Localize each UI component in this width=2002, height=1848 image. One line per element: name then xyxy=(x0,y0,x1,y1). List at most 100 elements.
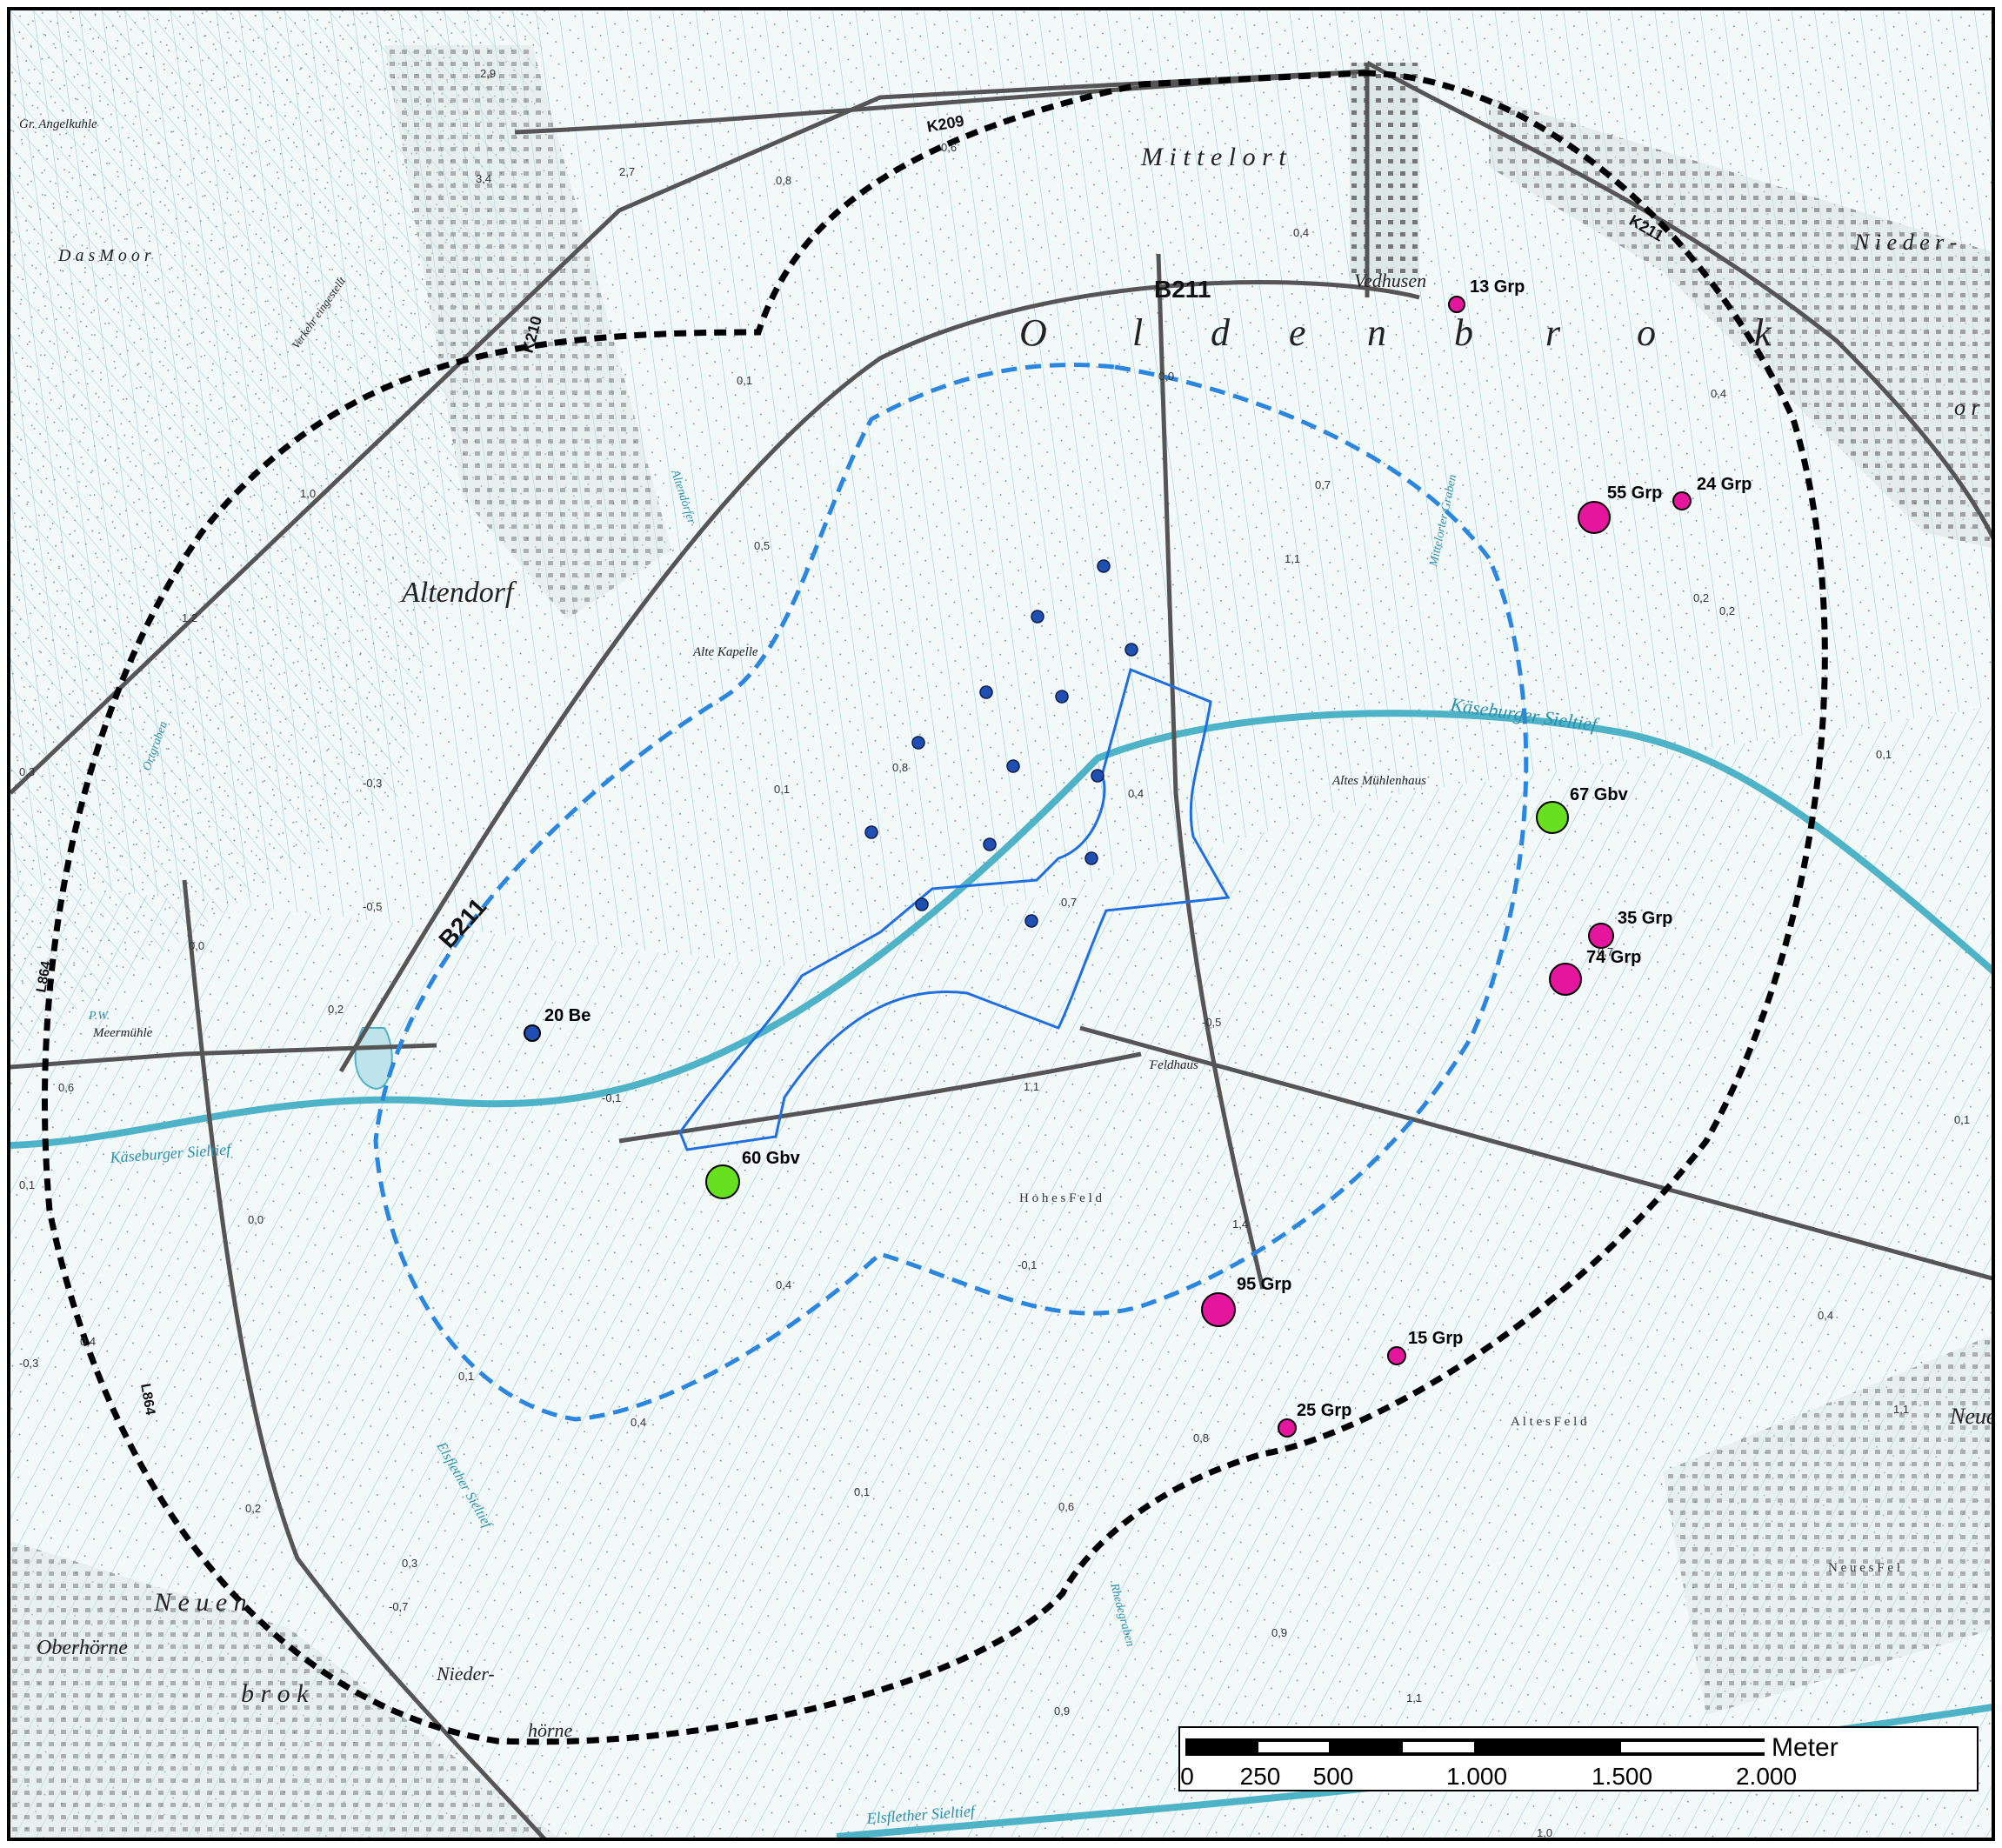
place-altendorf: Altendorf xyxy=(400,577,517,609)
turbine-marker[interactable] xyxy=(1097,559,1111,573)
place-meermuhle: Meermühle xyxy=(92,1026,153,1040)
poi-marker-20-be[interactable] xyxy=(524,1024,541,1042)
poi-20-be[interactable]: 20 Be xyxy=(524,1006,591,1042)
elevation-label: -0,5 xyxy=(363,900,382,913)
elevation-label: 0,4 xyxy=(1293,226,1309,239)
poi-marker-24-grp[interactable] xyxy=(1672,491,1692,510)
scale-tick: 250 xyxy=(1239,1763,1281,1790)
road-label-l864-south: L864 xyxy=(137,1383,157,1417)
place-alte-kapelle: Alte Kapelle xyxy=(692,645,758,659)
elevation-label: 0,2 xyxy=(328,1003,344,1016)
turbine-marker[interactable] xyxy=(979,685,993,699)
place-oldenbrok-letter: l xyxy=(1132,311,1143,354)
turbine-marker[interactable] xyxy=(1091,769,1104,783)
elevation-label: 0,6 xyxy=(1058,1500,1074,1513)
elevation-label: 0,4 xyxy=(80,1335,96,1348)
elevation-label: 0,1 xyxy=(737,374,752,387)
place-nieder-horne-2: hörne xyxy=(528,1719,573,1741)
turbine-marker[interactable] xyxy=(1084,851,1098,865)
turbine-marker[interactable] xyxy=(911,736,925,750)
elevation-label: 1,4 xyxy=(1232,1218,1248,1231)
road-label-l864-west: L864 xyxy=(34,960,54,994)
place-neue: Neue xyxy=(1949,1404,1995,1429)
place-feldhaus: Feldhaus xyxy=(1149,1058,1198,1072)
elevation-label: 1,1 xyxy=(1406,1691,1422,1705)
poi-marker-60-gbv[interactable] xyxy=(705,1164,740,1199)
poi-label-60-gbv: 60 Gbv xyxy=(742,1149,801,1168)
elevation-label: 0,7 xyxy=(1315,478,1331,491)
place-nieder-horne-1: Nieder- xyxy=(436,1663,495,1685)
poi-marker-55-grp[interactable] xyxy=(1578,501,1611,534)
poi-marker-15-grp[interactable] xyxy=(1387,1346,1406,1365)
poi-67-gbv[interactable]: 67 Gbv xyxy=(1536,785,1629,834)
place-das-moor: D a s M o o r xyxy=(57,246,151,265)
scale-bar: Meter 0 250 500 1.000 1.500 2.000 xyxy=(1178,1726,1979,1791)
turbine-marker[interactable] xyxy=(1006,759,1020,773)
poi-55-grp[interactable]: 55 Grp xyxy=(1578,484,1662,534)
elevation-label: 0,3 xyxy=(19,765,35,778)
elevation-label: 0,4 xyxy=(1818,1309,1833,1322)
poi-24-grp[interactable]: 24 Grp xyxy=(1672,475,1752,510)
poi-marker-25-grp[interactable] xyxy=(1278,1418,1297,1438)
poi-25-grp[interactable]: 25 Grp xyxy=(1278,1401,1351,1438)
elevation-label: 0,6 xyxy=(58,1081,74,1094)
scale-bar-graphic xyxy=(1185,1738,1765,1756)
poi-marker-74-grp[interactable] xyxy=(1549,963,1582,996)
field-zone-south xyxy=(10,707,1992,1838)
poi-label-13-grp: 13 Grp xyxy=(1470,277,1525,297)
poi-95-grp[interactable]: 95 Grp xyxy=(1201,1275,1291,1327)
elevation-label: 1,1 xyxy=(1893,1403,1909,1416)
poi-35-grp[interactable]: 35 Grp xyxy=(1588,909,1672,949)
place-oldenbrok-letter: o xyxy=(1637,311,1656,354)
turbine-marker[interactable] xyxy=(983,837,997,851)
place-hohes-feld: H o h e s F e l d xyxy=(1019,1191,1102,1205)
place-oldenbrok-letter: r xyxy=(1545,311,1561,354)
kaseburger-sieltief-waterway xyxy=(10,710,1992,1149)
pond xyxy=(354,1027,393,1091)
elevation-label: 3,4 xyxy=(476,172,491,185)
poi-60-gbv[interactable]: 60 Gbv xyxy=(705,1149,801,1199)
turbine-marker[interactable] xyxy=(1124,643,1138,657)
poi-label-24-grp: 24 Grp xyxy=(1697,475,1752,494)
outer-radius-circle xyxy=(41,70,1828,1745)
elevation-label: -0,3 xyxy=(19,1357,38,1370)
elevation-label: 0,1 xyxy=(854,1485,870,1498)
poi-label-55-grp: 55 Grp xyxy=(1607,484,1662,503)
poi-label-25-grp: 25 Grp xyxy=(1297,1401,1351,1420)
elevation-label: -0,7 xyxy=(389,1600,408,1613)
turbine-marker[interactable] xyxy=(1031,610,1044,624)
poi-label-35-grp: 35 Grp xyxy=(1618,909,1672,928)
elevation-label: 0,6 xyxy=(941,141,957,154)
poi-label-95-grp: 95 Grp xyxy=(1237,1275,1291,1294)
poi-label-20-be: 20 Be xyxy=(544,1006,591,1025)
place-brok: b r o k xyxy=(241,1679,309,1708)
place-neues-feld: N e u e s F e l xyxy=(1828,1561,1900,1575)
turbine-marker[interactable] xyxy=(1055,690,1069,704)
place-oldenbrok-letter: n xyxy=(1367,311,1386,354)
elevation-label: 0,2 xyxy=(1719,604,1735,617)
poi-marker-95-grp[interactable] xyxy=(1201,1292,1236,1327)
village-mittelort xyxy=(1350,63,1419,280)
poi-13-grp[interactable]: 13 Grp xyxy=(1448,277,1525,313)
village-oberhorne xyxy=(10,1541,558,1838)
elevation-label: 0,5 xyxy=(754,539,770,552)
elevation-label: 0,8 xyxy=(892,761,908,774)
poi-74-grp[interactable]: 74 Grp xyxy=(1549,948,1641,996)
elevation-label: 0,8 xyxy=(1193,1431,1209,1444)
poi-markers: 13 Grp 55 Grp 24 Grp 67 Gbv 35 Grp 74 Gr… xyxy=(524,277,1752,1438)
topographic-map[interactable]: O l d e n b r o k M i t t e l o r t N i … xyxy=(10,10,1995,1841)
poi-15-grp[interactable]: 15 Grp xyxy=(1387,1329,1463,1365)
scale-tick: 0 xyxy=(1180,1763,1194,1790)
elevation-label: 0,2 xyxy=(245,1502,261,1515)
poi-marker-67-gbv[interactable] xyxy=(1536,801,1569,834)
elevation-label: 2,9 xyxy=(480,67,496,80)
poi-label-15-grp: 15 Grp xyxy=(1408,1329,1463,1348)
elevation-label: 0,0 xyxy=(248,1213,264,1226)
turbine-marker[interactable] xyxy=(915,897,929,911)
poi-marker-35-grp[interactable] xyxy=(1588,923,1614,949)
turbine-marker[interactable] xyxy=(864,825,878,839)
elevation-label: 0,1 xyxy=(458,1370,474,1383)
turbine-marker[interactable] xyxy=(1024,914,1038,928)
place-vedhusen: Vedhusen xyxy=(1354,270,1426,291)
poi-marker-13-grp[interactable] xyxy=(1448,296,1465,313)
